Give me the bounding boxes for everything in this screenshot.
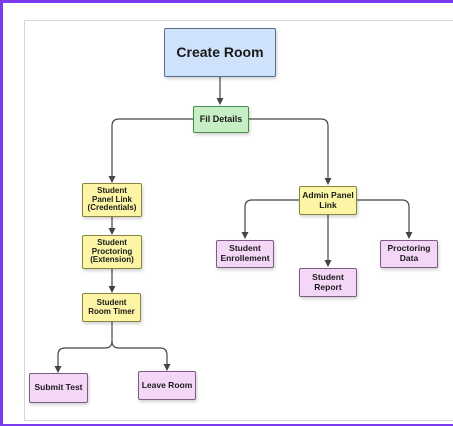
create-room-node[interactable]: Create Room — [164, 28, 276, 77]
frame-left-border — [0, 0, 3, 426]
connector-timer-to-leave — [111, 340, 171, 371]
connector-fill-to-admin-panel — [249, 118, 332, 185]
connector-fill-to-student-panel — [108, 118, 193, 183]
proctoring-data-node[interactable]: Proctoring Data — [380, 240, 438, 268]
frame-top-border — [0, 0, 453, 3]
connector-timer-to-submit — [54, 322, 113, 373]
student-room-timer-node[interactable]: Student Room Timer — [82, 293, 141, 322]
connector-admin-to-proctoring-data — [357, 199, 413, 239]
student-enrollment-node[interactable]: Student Enrollement — [216, 240, 274, 268]
student-panel-link-node[interactable]: Student Panel Link (Credentials) — [82, 183, 142, 217]
fill-details-node[interactable]: Fil Details — [193, 106, 249, 133]
student-proctoring-node[interactable]: Student Proctoring (Extension) — [82, 235, 142, 269]
connector-admin-to-enrollment — [241, 199, 299, 239]
student-report-node[interactable]: Student Report — [299, 268, 357, 297]
diagram-frame — [24, 20, 453, 421]
submit-test-node[interactable]: Submit Test — [29, 373, 88, 403]
admin-panel-link-node[interactable]: Admin Panel Link — [299, 186, 357, 215]
frame-bottom-border — [0, 424, 453, 426]
leave-room-node[interactable]: Leave Room — [138, 371, 196, 400]
